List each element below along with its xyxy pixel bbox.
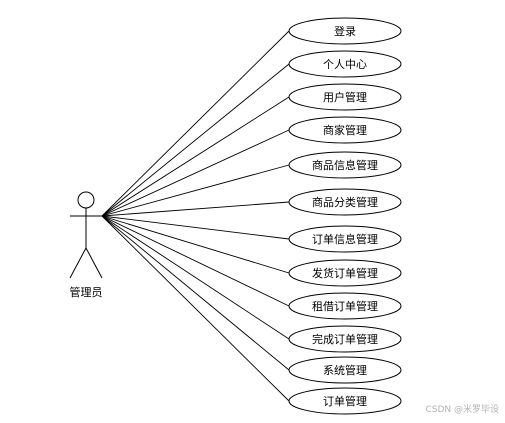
- use-case: 用户管理: [288, 83, 402, 111]
- association-line: [101, 129, 290, 217]
- use-case-ellipse: [288, 259, 402, 287]
- use-case-ellipse: [288, 188, 402, 216]
- use-case: 完成订单管理: [288, 325, 402, 353]
- use-case-ellipse: [288, 225, 402, 253]
- use-case-label: 订单信息管理: [312, 232, 378, 246]
- use-case-label: 完成订单管理: [312, 332, 378, 346]
- use-case: 发货订单管理: [288, 259, 402, 287]
- use-case: 商品分类管理: [288, 188, 402, 216]
- actor-head: [77, 191, 95, 209]
- use-case-list: 登录个人中心用户管理商家管理商品信息管理商品分类管理订单信息管理发货订单管理租借…: [288, 17, 402, 415]
- use-case-label: 个人中心: [323, 58, 367, 71]
- association-line: [101, 164, 290, 217]
- use-case-label: 商家管理: [323, 123, 367, 137]
- use-case: 租借订单管理: [288, 292, 402, 320]
- use-case: 登录: [288, 17, 402, 45]
- use-case-ellipse: [288, 356, 402, 384]
- use-case-ellipse: [288, 292, 402, 320]
- association-line: [101, 63, 290, 217]
- use-case: 订单管理: [288, 387, 402, 415]
- actor-label: 管理员: [69, 286, 103, 299]
- association-line: [101, 215, 290, 274]
- actor-left-leg: [69, 247, 87, 279]
- use-case-label: 商品分类管理: [312, 195, 378, 209]
- use-case-ellipse: [288, 116, 402, 144]
- association-line: [101, 215, 290, 402]
- use-case-label: 商品信息管理: [312, 158, 378, 172]
- association-line: [101, 201, 290, 217]
- use-case-label: 登录: [334, 24, 356, 38]
- use-case-ellipse: [288, 325, 402, 353]
- use-case: 个人中心: [288, 50, 402, 78]
- association-line: [101, 215, 290, 307]
- use-case: 系统管理: [288, 356, 402, 384]
- association-line: [101, 215, 290, 240]
- use-case-label: 租借订单管理: [312, 299, 378, 313]
- association-lines: [101, 30, 290, 402]
- association-line: [101, 96, 290, 217]
- use-case-ellipse: [288, 83, 402, 111]
- actor-right-leg: [85, 247, 103, 279]
- association-line: [101, 30, 290, 217]
- association-line: [101, 215, 290, 340]
- actor-figure: [69, 191, 103, 279]
- association-line: [101, 215, 290, 371]
- use-case-label: 用户管理: [323, 90, 367, 104]
- use-case-ellipse: [288, 387, 402, 415]
- use-case: 订单信息管理: [288, 225, 402, 253]
- use-case-ellipse: [288, 50, 402, 78]
- use-case-label: 系统管理: [323, 363, 367, 377]
- use-case-label: 发货订单管理: [312, 266, 378, 280]
- use-case: 商品信息管理: [288, 151, 402, 179]
- watermark: CSDN @米罗毕设: [425, 405, 499, 415]
- use-case: 商家管理: [288, 116, 402, 144]
- use-case-ellipse: [288, 17, 402, 45]
- use-case-ellipse: [288, 151, 402, 179]
- use-case-label: 订单管理: [323, 394, 367, 408]
